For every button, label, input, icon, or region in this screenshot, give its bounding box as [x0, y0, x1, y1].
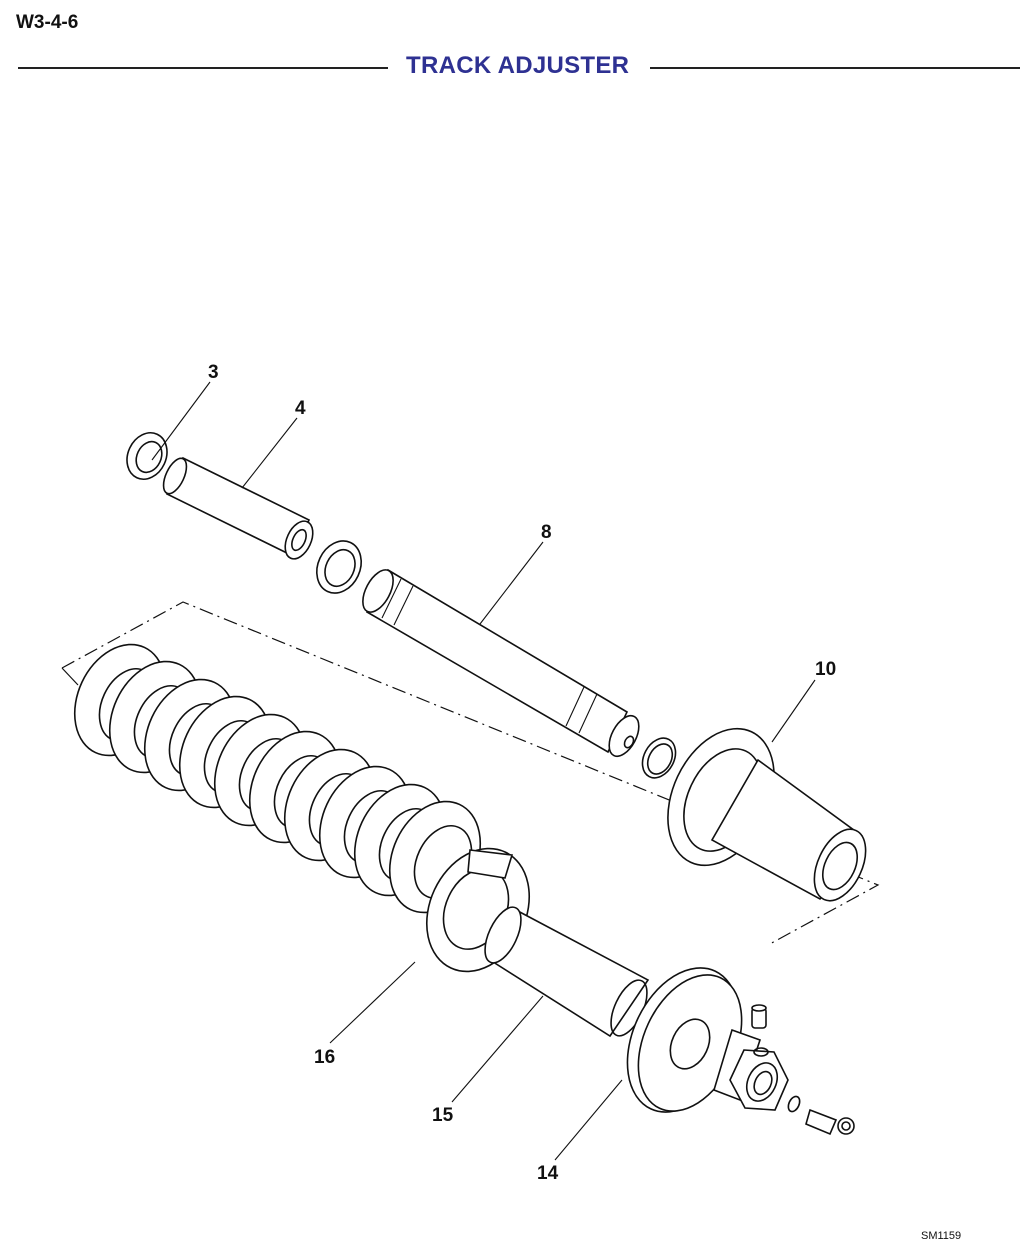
title-rule-right: [650, 67, 1020, 69]
seal-ring-2: [316, 540, 362, 594]
callout-15: 15: [432, 1105, 454, 1126]
grease-fitting: [805, 1108, 855, 1136]
callout-10: 10: [815, 659, 836, 680]
part-16-spring: [73, 643, 531, 973]
page-title: TRACK ADJUSTER: [406, 52, 630, 79]
part-4-bushing: [162, 456, 314, 560]
assembly-outline: [61, 601, 880, 946]
callout-14: 14: [537, 1163, 559, 1184]
plug-bolt: [751, 1004, 769, 1057]
retaining-ring: [641, 737, 677, 779]
part-10-cylinder: [667, 727, 867, 902]
callout-3: 3: [208, 362, 219, 383]
o-ring: [787, 1095, 801, 1113]
part-8-piston-rod: [362, 568, 640, 758]
callout-4: 4: [295, 398, 306, 419]
part-15-rod: [484, 906, 650, 1038]
callout-8: 8: [541, 522, 552, 543]
title-row: TRACK ADJUSTER: [18, 52, 1020, 84]
figure-code: SM1159: [921, 1230, 962, 1242]
leader-lines: [151, 381, 816, 1161]
callout-16: 16: [314, 1047, 335, 1068]
adjuster-nut: [729, 1049, 789, 1111]
title-rule-left: [18, 67, 388, 69]
part-3-seal-ring: [126, 432, 168, 480]
part-14-bracket: [626, 967, 762, 1113]
page-reference: W3-4-6: [16, 12, 79, 33]
